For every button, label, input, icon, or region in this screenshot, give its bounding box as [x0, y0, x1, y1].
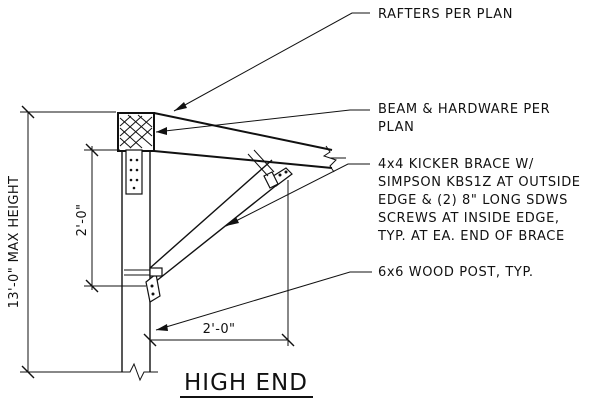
lower-brace-bracket [124, 267, 163, 303]
vertical-brace-dimension: 2'-0" [75, 143, 146, 293]
horizontal-brace-dimension: 2'-0" [143, 180, 295, 347]
beam-callout-line-1: BEAM & HARDWARE PER [378, 102, 550, 117]
height-dimension: 13'-0" MAX HEIGHT [7, 105, 116, 379]
horizontal-brace-dimension-label: 2'-0" [203, 322, 236, 337]
kicker-brace [149, 159, 289, 287]
kicker-callout-line-3: EDGE & (2) 8" LONG SDWS [378, 193, 568, 208]
beam-callout-line-2: PLAN [378, 120, 414, 135]
kicker-callout-line-5: TYP. AT EA. END OF BRACE [377, 229, 565, 244]
kicker-callout-line-1: 4x4 KICKER BRACE W/ [378, 157, 534, 172]
kicker-callout-line-4: SCREWS AT INSIDE EDGE, [378, 211, 560, 226]
leader-lines [155, 12, 372, 331]
rafter [153, 112, 346, 173]
upper-brace-bracket [247, 149, 293, 189]
beam-hardware [125, 149, 143, 195]
vertical-brace-dimension-label: 2'-0" [75, 204, 90, 237]
callouts: RAFTERS PER PLAN BEAM & HARDWARE PER PLA… [377, 7, 581, 280]
post-callout: 6x6 WOOD POST, TYP. [378, 265, 534, 280]
detail-title-text: HIGH END [184, 370, 308, 396]
wood-post [114, 150, 158, 382]
rafters-callout: RAFTERS PER PLAN [378, 7, 513, 22]
detail-title: HIGH END [180, 370, 313, 398]
kicker-callout-line-2: SIMPSON KBS1Z AT OUTSIDE [378, 175, 581, 190]
height-dimension-label: 13'-0" MAX HEIGHT [7, 176, 22, 309]
beam-section [117, 112, 155, 152]
